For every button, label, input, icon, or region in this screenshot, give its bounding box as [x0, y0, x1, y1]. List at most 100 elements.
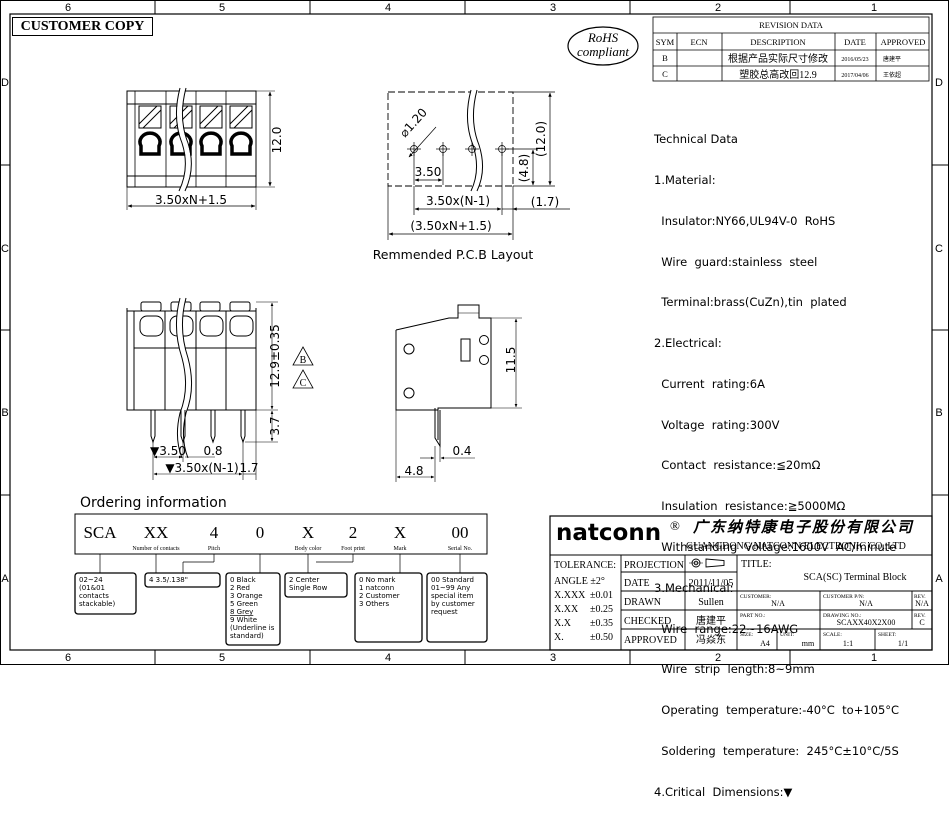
tech-line: Current rating:6A	[654, 376, 765, 391]
svg-text:±0.50: ±0.50	[590, 632, 613, 643]
svg-text:APPROVED: APPROVED	[881, 37, 926, 47]
tech-line: Technical Data	[654, 132, 738, 147]
svg-text:DATE: DATE	[624, 578, 650, 589]
tech-line: Operating temperature:-40°C to+105°C	[654, 703, 900, 718]
svg-text:3: 3	[550, 2, 556, 14]
svg-text:TITLE:: TITLE:	[741, 559, 772, 570]
svg-text:(12.0): (12.0)	[534, 121, 548, 157]
svg-text:2 Red: 2 Red	[230, 584, 250, 592]
svg-text:DATE: DATE	[844, 37, 866, 47]
svg-text:CHECKED: CHECKED	[624, 616, 671, 627]
svg-text:1:1: 1:1	[843, 639, 853, 648]
svg-text:X: X	[302, 523, 314, 542]
title-block	[549, 515, 933, 651]
svg-text:Serial No.: Serial No.	[448, 546, 473, 552]
front-dims: 12.9±0.35 3.7 ▼3.50 0.8 ▼3.50x(N-1) 1.7	[150, 324, 282, 475]
svg-text:REV.: REV.	[914, 594, 926, 600]
svg-text:4: 4	[210, 523, 219, 542]
svg-text:8 Grey: 8 Grey	[230, 608, 253, 616]
svg-text:SCA(SC) Terminal Block: SCA(SC) Terminal Block	[803, 572, 906, 583]
svg-text:standard): standard)	[230, 632, 264, 640]
svg-text:CUSTOMER:: CUSTOMER:	[740, 594, 772, 600]
svg-text:12.9±0.35: 12.9±0.35	[268, 324, 282, 388]
svg-text:4 3.5/.138": 4 3.5/.138"	[149, 576, 188, 584]
svg-text:1: 1	[871, 652, 877, 664]
svg-text:GUANGDONG NATCONN ELECTRONIC: GUANGDONG NATCONN ELECTRONIC CO.,LTD	[686, 541, 906, 552]
svg-text:A: A	[935, 573, 943, 585]
svg-text:3.7: 3.7	[268, 416, 282, 435]
ordering-options: 02~24 (01&01 contacts stackable) 4 3.5/.…	[74, 554, 488, 646]
svg-text:C: C	[300, 378, 307, 389]
svg-text:ANGLE ±2°: ANGLE ±2°	[554, 576, 605, 587]
svg-text:0.4: 0.4	[452, 444, 471, 458]
svg-text:(4.8): (4.8)	[517, 154, 531, 182]
tech-line: Wire guard:stainless steel	[654, 254, 818, 269]
svg-text:冯焱东: 冯焱东	[696, 633, 726, 646]
svg-text:广东纳特康电子股份有限公司: 广东纳特康电子股份有限公司	[692, 518, 914, 536]
svg-text:XX: XX	[144, 523, 169, 542]
top-view	[126, 87, 275, 210]
svg-text:唐建平: 唐建平	[883, 55, 901, 63]
svg-text:3.50x(N-1): 3.50x(N-1)	[426, 194, 490, 208]
tech-line: Wire range:22~16AWG	[654, 621, 799, 636]
svg-text:Number of contacts: Number of contacts	[132, 545, 180, 552]
svg-text:D: D	[1, 77, 9, 89]
svg-text:±0.25: ±0.25	[590, 604, 613, 615]
tech-line: Soldering temperature: 245°C±10°C/5S	[654, 743, 899, 758]
svg-text:ECN: ECN	[691, 37, 708, 47]
svg-text:1.7: 1.7	[239, 461, 258, 475]
svg-text:00 Standard: 00 Standard	[431, 576, 474, 584]
svg-text:special item: special item	[431, 592, 474, 600]
tech-line: Withstanding Voltage:1600V AC/minute	[654, 540, 897, 554]
svg-text:N/A: N/A	[859, 599, 873, 608]
svg-text:Mark: Mark	[394, 546, 407, 552]
top-view-cells	[138, 105, 253, 156]
svg-text:(Underline is: (Underline is	[230, 624, 275, 632]
brand-logo: natconn	[556, 520, 661, 546]
svg-text:A: A	[1, 573, 9, 585]
svg-text:Foot print: Foot print	[341, 546, 365, 552]
svg-text:2 Customer: 2 Customer	[359, 592, 400, 600]
revision-table: REVISION DATA SYM ECN DESCRIPTION DATE A…	[652, 16, 930, 82]
tech-line: Terminal:brass(CuZn),tin plated	[654, 295, 847, 310]
svg-text:request: request	[431, 608, 458, 616]
svg-text:00: 00	[452, 523, 469, 542]
svg-text:5 Green: 5 Green	[230, 600, 258, 608]
tech-line: Wire strip length:8~9mm	[654, 662, 815, 677]
svg-text:X.X: X.X	[554, 618, 572, 629]
svg-text:(1.7): (1.7)	[531, 195, 559, 209]
technical-data: Technical Data 1.Material: Insulator:NY6…	[654, 106, 899, 813]
svg-text:REV.: REV.	[914, 613, 926, 619]
svg-text:±0.01: ±0.01	[590, 590, 613, 601]
svg-text:APPROVED: APPROVED	[624, 635, 677, 646]
side-dims: 11.5 0.4 4.8	[404, 347, 518, 478]
svg-text:SCAXX40X2X00: SCAXX40X2X00	[837, 618, 896, 627]
svg-text:塑胶总高改回12.9: 塑胶总高改回12.9	[739, 68, 817, 81]
svg-text:SHEET:: SHEET:	[878, 632, 897, 638]
svg-text:5: 5	[219, 2, 225, 14]
svg-text:B: B	[935, 407, 942, 419]
tech-line: Voltage rating:300V	[654, 417, 780, 432]
svg-text:X.XX: X.XX	[554, 604, 579, 615]
svg-text:2017/04/06: 2017/04/06	[841, 73, 868, 79]
svg-text:by customer: by customer	[431, 600, 475, 608]
pcb-layout-view	[387, 89, 570, 240]
svg-text:(01&01: (01&01	[79, 584, 105, 592]
front-pins	[150, 410, 246, 444]
svg-text:Body color: Body color	[295, 546, 322, 552]
svg-text:01~99 Any: 01~99 Any	[431, 584, 470, 592]
side-view	[395, 304, 522, 482]
svg-text:1: 1	[871, 2, 877, 14]
tech-line: Insulator:NY66,UL94V-0 RoHS	[654, 213, 836, 228]
svg-text:02~24: 02~24	[79, 576, 103, 584]
svg-text:Pitch: Pitch	[208, 546, 220, 552]
svg-text:X.: X.	[554, 632, 564, 643]
svg-text:X.XXX: X.XXX	[554, 590, 586, 601]
svg-text:stackable): stackable)	[79, 600, 115, 608]
tech-line: 2.Electrical:	[654, 336, 722, 351]
svg-text:2016/05/23: 2016/05/23	[841, 57, 868, 63]
svg-text:4: 4	[385, 2, 391, 14]
svg-text:C: C	[1, 243, 9, 255]
svg-text:0: 0	[256, 523, 265, 542]
svg-text:0 Black: 0 Black	[230, 576, 257, 584]
